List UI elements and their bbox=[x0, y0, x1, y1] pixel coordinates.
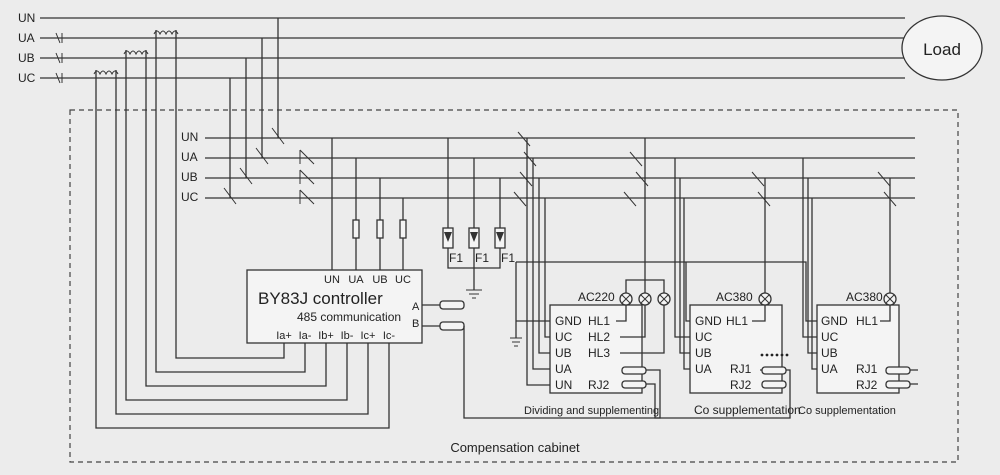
module-1-term-rj2: RJ2 bbox=[588, 378, 610, 392]
ct-coils bbox=[93, 30, 179, 76]
module-2-term-gnd: GND bbox=[695, 314, 722, 328]
module-1-term-gnd: GND bbox=[555, 314, 582, 328]
module-3-voltage: AC380 bbox=[846, 290, 883, 304]
inner-bus-label-un: UN bbox=[181, 130, 198, 144]
module-1-term-uc: UC bbox=[555, 330, 573, 344]
module-1-term-hl1: HL1 bbox=[588, 314, 610, 328]
module-1-term-ub: UB bbox=[555, 346, 572, 360]
module-3-term-ua: UA bbox=[821, 362, 838, 376]
inner-bus: UN UA UB UC bbox=[181, 18, 915, 207]
module-2-term-rj2: RJ2 bbox=[730, 378, 752, 392]
module-wiring bbox=[510, 138, 918, 419]
bus-label-ua: UA bbox=[18, 31, 35, 45]
fuse-label-2: F1 bbox=[475, 251, 489, 265]
ctrl-port-b: B bbox=[412, 318, 419, 330]
ctrl-term-ia-plus: Ia+ bbox=[276, 330, 292, 342]
module-2-box bbox=[689, 304, 783, 394]
module-2: AC380 GND UC UB UA HL1 RJ1 RJ2 Co supple… bbox=[689, 290, 801, 417]
module-2-caption: Co supplementation bbox=[694, 403, 801, 417]
bus-label-ub: UB bbox=[18, 51, 35, 65]
load-ellipse bbox=[901, 15, 983, 81]
ct-wires bbox=[95, 30, 390, 429]
controller-bottom-terminals: Ia+ Ia- Ib+ Ib- Ic+ Ic- bbox=[276, 330, 395, 342]
module-2-term-ub: UB bbox=[695, 346, 712, 360]
module-2-term-hl1: HL1 bbox=[726, 314, 748, 328]
module-1-term-un: UN bbox=[555, 378, 572, 392]
inner-bus-label-uc: UC bbox=[181, 190, 199, 204]
fuse-label-1: F1 bbox=[449, 251, 463, 265]
cabinet-label: Compensation cabinet bbox=[450, 440, 580, 455]
main-bus: UN UA UB UC bbox=[18, 11, 905, 85]
module-3-term-gnd: GND bbox=[821, 314, 848, 328]
ctrl-fuse-uc bbox=[399, 219, 407, 239]
module-3-box bbox=[816, 304, 900, 394]
module-3-caption: Co supplementation bbox=[798, 405, 896, 417]
bus-label-un: UN bbox=[18, 11, 35, 25]
controller-comm: 485 communication bbox=[297, 310, 401, 324]
ctrl-term-ib-minus: Ib- bbox=[341, 330, 354, 342]
controller-title: BY83J controller bbox=[258, 289, 383, 308]
load-label: Load bbox=[923, 40, 961, 59]
module-2-term-rj1: RJ1 bbox=[730, 362, 752, 376]
ctrl-term-ua: UA bbox=[348, 274, 364, 286]
module-1-caption: Dividing and supplementing bbox=[524, 405, 659, 417]
module-2-voltage: AC380 bbox=[716, 290, 753, 304]
module-1: AC220 GND UC UB UA UN HL1 HL2 HL3 RJ2 Di… bbox=[524, 290, 659, 417]
ctrl-fuse-ua bbox=[352, 219, 360, 239]
module-1-term-hl2: HL2 bbox=[588, 330, 610, 344]
module-3-term-uc: UC bbox=[821, 330, 839, 344]
ctrl-term-ub: UB bbox=[372, 274, 387, 286]
module-1-term-hl3: HL3 bbox=[588, 346, 610, 360]
arresters: F1 F1 F1 bbox=[442, 138, 515, 299]
module-1-voltage: AC220 bbox=[578, 290, 615, 304]
fuse-label-3: F1 bbox=[501, 251, 515, 265]
module-3: AC380 GND UC UB UA HL1 RJ1 RJ2 Co supple… bbox=[798, 290, 900, 417]
controller-voltage-wires bbox=[331, 138, 407, 270]
controller-box bbox=[246, 269, 423, 344]
ctrl-port-a: A bbox=[412, 301, 420, 313]
ctrl-term-un: UN bbox=[324, 274, 340, 286]
ctrl-fuse-ub bbox=[376, 219, 384, 239]
module-2-term-uc: UC bbox=[695, 330, 713, 344]
module-2-term-ua: UA bbox=[695, 362, 712, 376]
comm-wires bbox=[422, 300, 661, 419]
inner-bus-label-ua: UA bbox=[181, 150, 198, 164]
controller-top-terminals: UN UA UB UC bbox=[324, 274, 411, 286]
ctrl-term-uc: UC bbox=[395, 274, 411, 286]
ctrl-term-ib-plus: Ib+ bbox=[318, 330, 334, 342]
cabinet-outline bbox=[69, 109, 959, 463]
ctrl-term-ic-plus: Ic+ bbox=[361, 330, 376, 342]
ctrl-term-ic-minus: Ic- bbox=[383, 330, 396, 342]
module-3-term-ub: UB bbox=[821, 346, 838, 360]
module-3-term-hl1: HL1 bbox=[856, 314, 878, 328]
bus-label-uc: UC bbox=[18, 71, 36, 85]
module-3-term-rj1: RJ1 bbox=[856, 362, 878, 376]
inner-bus-label-ub: UB bbox=[181, 170, 198, 184]
module-3-term-rj2: RJ2 bbox=[856, 378, 878, 392]
module-1-box bbox=[549, 304, 643, 394]
ctrl-term-ia-minus: Ia- bbox=[299, 330, 312, 342]
module-1-term-ua: UA bbox=[555, 362, 572, 376]
